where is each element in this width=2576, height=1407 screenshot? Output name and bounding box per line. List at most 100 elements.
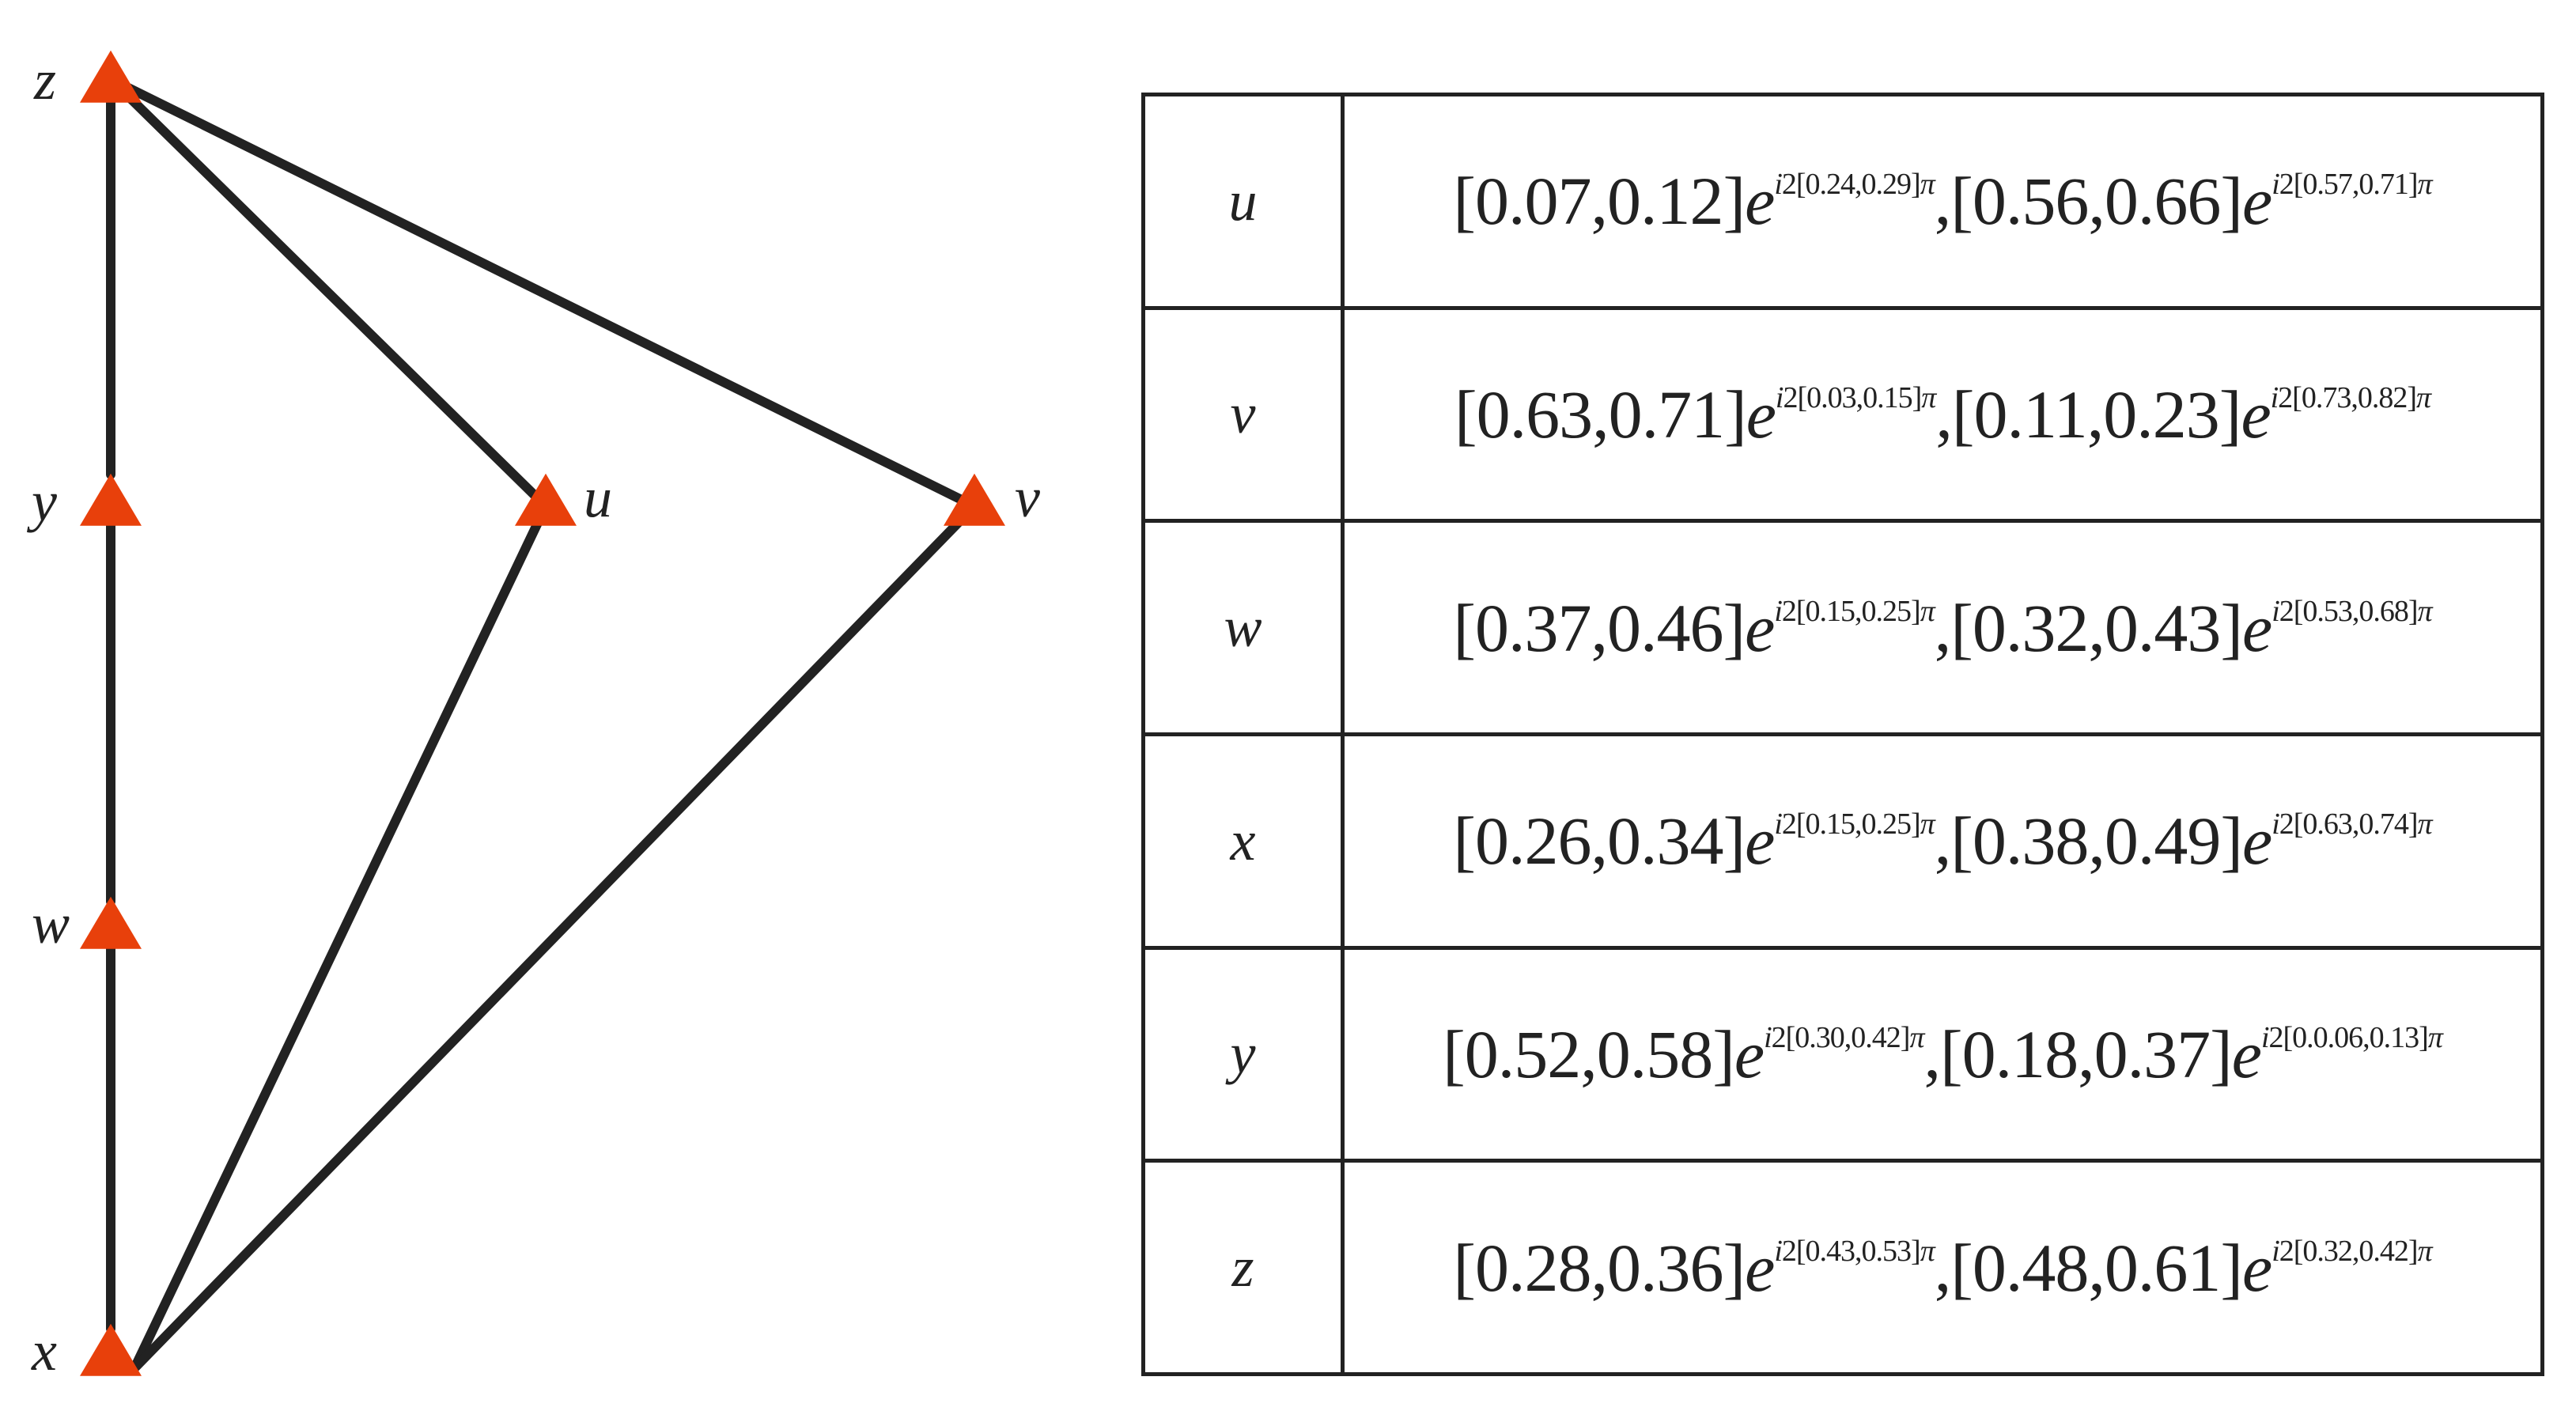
pi-symbol: π — [2427, 1020, 2443, 1054]
complex-value: [0.37,0.46]ei2[0.15,0.25]π,[0.32,0.43]ei… — [1453, 588, 2433, 668]
exponent-interval: [0.53,0.68] — [2293, 594, 2419, 628]
two: 2 — [1781, 594, 1797, 628]
two: 2 — [2279, 594, 2294, 628]
exponent-a: i2[0.43,0.53]π — [1774, 1234, 1935, 1268]
exponent-b: i2[0.73,0.82]π — [2270, 380, 2431, 414]
value-cell: [0.52,0.58]ei2[0.30,0.42]π,[0.18,0.37]ei… — [1341, 945, 2544, 1163]
pi-symbol: π — [1920, 594, 1935, 628]
magnitude-interval-b: [0.11,0.23] — [1951, 376, 2242, 452]
magnitude-interval-a: [0.26,0.34] — [1453, 803, 1746, 879]
imag-unit: i — [2270, 380, 2279, 414]
exponent-interval: [0.15,0.25] — [1795, 808, 1921, 842]
edge-z-v — [106, 74, 979, 511]
imag-unit: i — [1774, 168, 1783, 202]
value-cell: [0.28,0.36]ei2[0.43,0.53]π,[0.48,0.61]ei… — [1341, 1159, 2544, 1376]
pi-symbol: π — [2417, 594, 2433, 628]
magnitude-interval-a: [0.52,0.58] — [1443, 1016, 1735, 1092]
exponent-b: i2[0.57,0.71]π — [2271, 168, 2432, 201]
magnitude-interval-b: [0.48,0.61] — [1950, 1229, 2243, 1306]
variable-cell: u — [1141, 93, 1345, 310]
complex-value: [0.07,0.12]ei2[0.24,0.29]π,[0.56,0.66]ei… — [1453, 161, 2432, 240]
exponent-b: i2[0.53,0.68]π — [2271, 594, 2433, 628]
exponent-a: i2[0.15,0.25]π — [1774, 808, 1935, 842]
two: 2 — [1783, 380, 1798, 414]
magnitude-interval-a: [0.07,0.12] — [1453, 163, 1746, 240]
node-x-label: x — [31, 1319, 57, 1382]
table-row: u [0.07,0.12]ei2[0.24,0.29]π,[0.56,0.66]e… — [1141, 93, 2544, 310]
table-row: x[0.26,0.34]ei2[0.15,0.25]π,[0.38,0.49]e… — [1141, 732, 2544, 950]
two: 2 — [2268, 1020, 2284, 1054]
variable-cell: y — [1141, 945, 1345, 1163]
exponent-interval: [0.63,0.74] — [2293, 808, 2419, 842]
variable-cell: w — [1141, 519, 1345, 736]
two: 2 — [2278, 380, 2293, 414]
pi-symbol: π — [1920, 1234, 1935, 1268]
magnitude-interval-b: [0.32,0.43] — [1950, 589, 2243, 666]
edge-z-u — [106, 74, 550, 511]
imag-unit: i — [1775, 380, 1784, 414]
separator: , — [1934, 1229, 1951, 1306]
node-z-label: z — [33, 48, 56, 112]
exponent-b: i2[0.0.06,0.13]π — [2261, 1020, 2443, 1054]
table-row: y[0.52,0.58]ei2[0.30,0.42]π,[0.18,0.37]e… — [1141, 945, 2544, 1163]
exponent-a: i2[0.03,0.15]π — [1775, 380, 1936, 414]
imag-unit: i — [1774, 808, 1783, 842]
exponent-interval: [0.0.06,0.13] — [2283, 1020, 2429, 1054]
exponent-interval: [0.15,0.25] — [1795, 594, 1921, 628]
exp-base: e — [2242, 163, 2272, 240]
separator: , — [1934, 589, 1951, 666]
edge-v-x — [130, 501, 979, 1373]
node-u-triangle — [515, 473, 577, 526]
exp-base: e — [2241, 376, 2271, 452]
imag-unit: i — [2271, 808, 2280, 842]
complex-value: [0.26,0.34]ei2[0.15,0.25]π,[0.38,0.49]ei… — [1453, 801, 2432, 880]
exp-base: e — [2242, 1229, 2272, 1306]
exponent-interval: [0.30,0.42] — [1785, 1020, 1911, 1054]
membership-table-wrap: u [0.07,0.12]ei2[0.24,0.29]π,[0.56,0.66]e… — [1141, 93, 2544, 1376]
table-row: w [0.37,0.46]ei2[0.15,0.25]π,[0.32,0.43]e… — [1141, 519, 2544, 736]
exp-base: e — [1746, 376, 1776, 452]
exponent-b: i2[0.32,0.42]π — [2271, 1234, 2433, 1268]
exponent-a: i2[0.24,0.29]π — [1774, 168, 1935, 202]
imag-unit: i — [1774, 1234, 1783, 1268]
separator: , — [1923, 1016, 1941, 1092]
pi-symbol: π — [1921, 380, 1936, 414]
exp-base: e — [1745, 163, 1775, 240]
exponent-b: i2[0.63,0.74]π — [2271, 808, 2432, 842]
node-v-label: v — [1015, 466, 1040, 529]
table-row: z[0.28,0.36]ei2[0.43,0.53]π,[0.48,0.61]e… — [1141, 1159, 2544, 1376]
exponent-a: i2[0.30,0.42]π — [1764, 1020, 1924, 1054]
variable-cell: x — [1141, 732, 1345, 950]
exponent-a: i2[0.15,0.25]π — [1774, 594, 1935, 628]
value-cell: [0.07,0.12]ei2[0.24,0.29]π,[0.56,0.66]ei… — [1341, 93, 2544, 310]
pi-symbol: π — [2417, 1234, 2433, 1268]
table-row: v [0.63,0.71]ei2[0.03,0.15]π,[0.11,0.23]e… — [1141, 305, 2544, 524]
variable-cell: v — [1141, 305, 1345, 524]
two: 2 — [1781, 168, 1797, 202]
node-x-triangle — [80, 1323, 142, 1376]
graph-edges — [106, 74, 979, 1373]
membership-table: u [0.07,0.12]ei2[0.24,0.29]π,[0.56,0.66]e… — [1141, 93, 2544, 1376]
exponent-interval: [0.32,0.42] — [2293, 1234, 2419, 1268]
value-cell: [0.37,0.46]ei2[0.15,0.25]π,[0.32,0.43]ei… — [1341, 519, 2544, 736]
value-cell: [0.26,0.34]ei2[0.15,0.25]π,[0.38,0.49]ei… — [1341, 732, 2544, 950]
exponent-interval: [0.73,0.82] — [2292, 380, 2417, 414]
node-w-label: w — [32, 892, 70, 955]
magnitude-interval-b: [0.18,0.37] — [1940, 1016, 2233, 1092]
node-y-label: y — [26, 470, 57, 533]
value-cell: [0.63,0.71]ei2[0.03,0.15]π,[0.11,0.23]ei… — [1341, 305, 2544, 524]
two: 2 — [2279, 808, 2294, 842]
complex-value: [0.63,0.71]ei2[0.03,0.15]π,[0.11,0.23]ei… — [1454, 375, 2431, 454]
complex-value: [0.28,0.36]ei2[0.43,0.53]π,[0.48,0.61]ei… — [1453, 1228, 2433, 1307]
two: 2 — [2279, 1234, 2294, 1268]
magnitude-interval-a: [0.28,0.36] — [1453, 1229, 1746, 1306]
two: 2 — [1781, 1234, 1797, 1268]
exp-base: e — [1745, 1229, 1775, 1306]
pi-symbol: π — [2415, 380, 2431, 414]
pi-symbol: π — [1920, 168, 1935, 202]
edge-u-x — [130, 501, 550, 1373]
magnitude-interval-a: [0.63,0.71] — [1454, 376, 1747, 452]
two: 2 — [1771, 1020, 1787, 1054]
